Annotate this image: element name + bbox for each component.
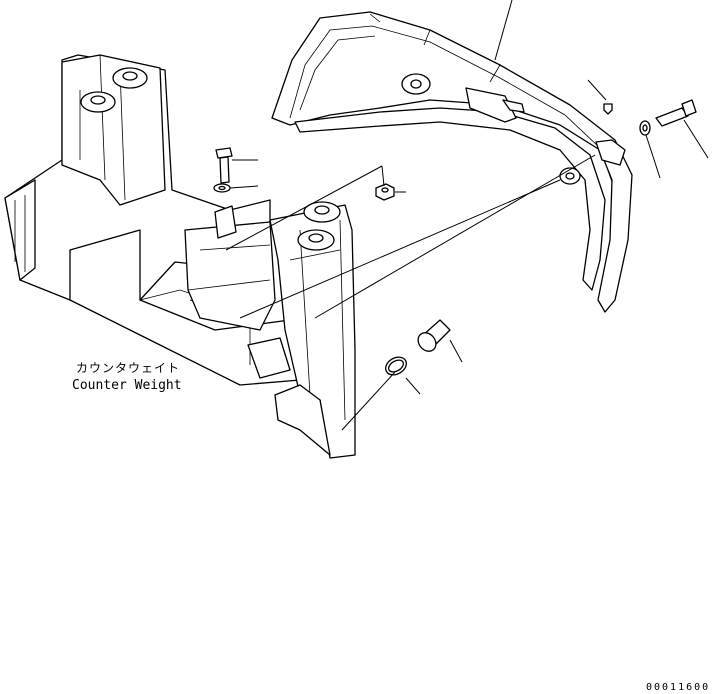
counterweight [4, 54, 356, 459]
counterweight-label-en: Counter Weight [72, 378, 182, 393]
counterweight-label-ja: カウンタウェイト [76, 361, 180, 375]
drawing-code: 00011600 [646, 682, 710, 693]
hardware [213, 99, 697, 376]
leader-lines [225, 0, 709, 431]
counterweight-cover [271, 11, 633, 313]
